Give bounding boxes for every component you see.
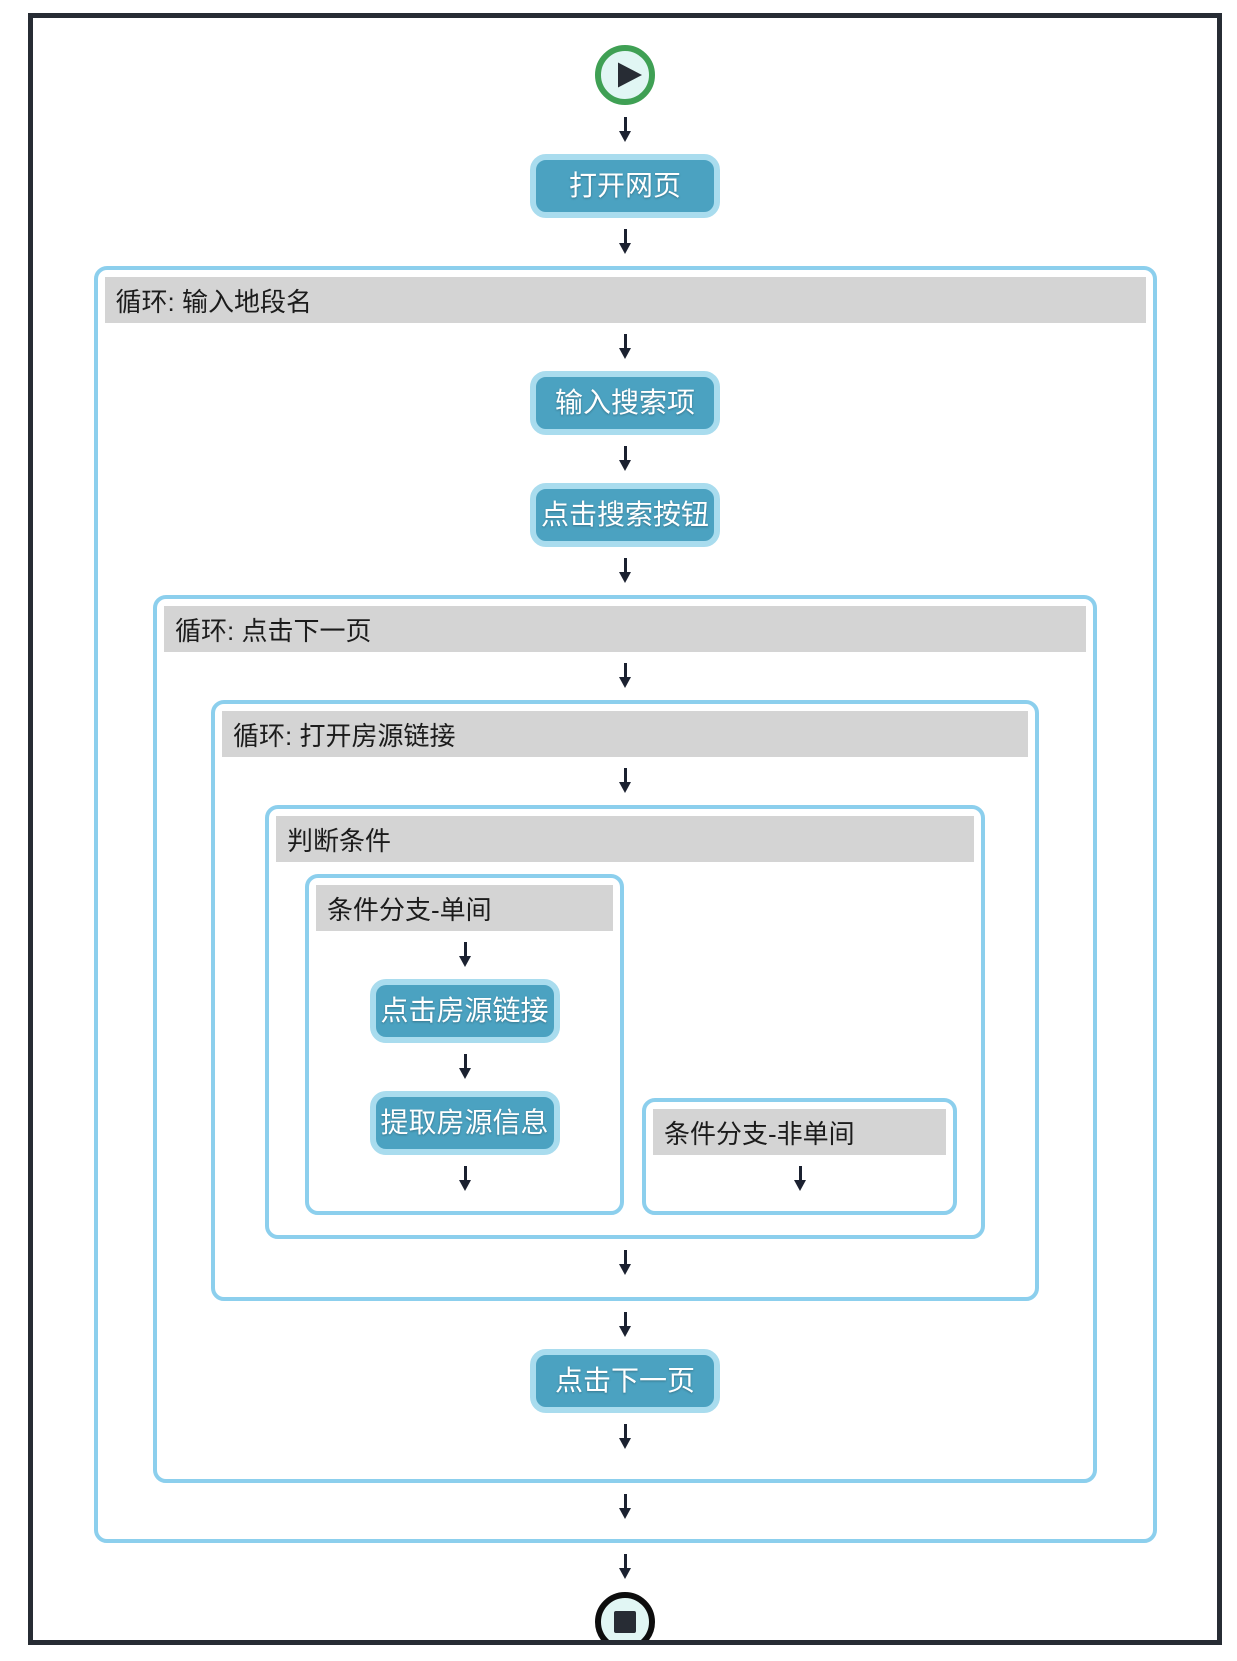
branch-single-room: 条件分支-单间 点击房源链接 提取房源信息 xyxy=(305,874,624,1215)
down-arrow-icon xyxy=(457,1054,473,1080)
down-arrow-icon xyxy=(617,768,633,794)
loop-input-location-header[interactable]: 循环: 输入地段名 xyxy=(104,277,1146,323)
down-arrow-icon xyxy=(617,1312,633,1338)
condition-branches: 条件分支-单间 点击房源链接 提取房源信息 条件分支-非单间 xyxy=(269,862,981,1215)
loop-open-listing-link: 循环: 打开房源链接 判断条件 条件分支-单间 点击房源链接 提取房源信息 xyxy=(211,700,1039,1301)
down-arrow-icon xyxy=(457,1166,473,1192)
loop-click-next-page: 循环: 点击下一页 循环: 打开房源链接 判断条件 条件分支-单间 点击房源链接 xyxy=(153,595,1097,1483)
condition-block-header[interactable]: 判断条件 xyxy=(276,816,974,862)
condition-block: 判断条件 条件分支-单间 点击房源链接 提取房源信息 xyxy=(265,805,985,1239)
loop-open-listing-link-header[interactable]: 循环: 打开房源链接 xyxy=(222,711,1028,757)
play-icon xyxy=(595,45,655,105)
down-arrow-icon xyxy=(792,1166,808,1192)
down-arrow-icon xyxy=(617,1424,633,1450)
step-extract-listing-info[interactable]: 提取房源信息 xyxy=(369,1091,560,1155)
down-arrow-icon xyxy=(617,558,633,584)
down-arrow-icon xyxy=(617,446,633,472)
end-node[interactable] xyxy=(594,1591,656,1640)
loop-input-location: 循环: 输入地段名 输入搜索项 点击搜索按钮 循环: 点击下一页 循环: 打开房… xyxy=(93,266,1157,1543)
down-arrow-icon xyxy=(617,1494,633,1520)
step-open-webpage[interactable]: 打开网页 xyxy=(530,154,720,218)
loop-click-next-page-header[interactable]: 循环: 点击下一页 xyxy=(164,606,1086,652)
workflow-canvas: 打开网页 循环: 输入地段名 输入搜索项 点击搜索按钮 循环: 点击下一页 循环… xyxy=(28,13,1222,1645)
down-arrow-icon xyxy=(617,229,633,255)
down-arrow-icon xyxy=(617,117,633,143)
down-arrow-icon xyxy=(457,942,473,968)
branch-not-single-room-header[interactable]: 条件分支-非单间 xyxy=(653,1109,946,1155)
down-arrow-icon xyxy=(617,1554,633,1580)
start-node[interactable] xyxy=(594,44,656,106)
stop-icon xyxy=(595,1592,655,1640)
step-click-search-button[interactable]: 点击搜索按钮 xyxy=(530,483,720,547)
workflow-flow: 打开网页 循环: 输入地段名 输入搜索项 点击搜索按钮 循环: 点击下一页 循环… xyxy=(33,18,1217,1640)
step-input-search-term[interactable]: 输入搜索项 xyxy=(530,371,720,435)
down-arrow-icon xyxy=(617,1250,633,1276)
step-click-listing-link[interactable]: 点击房源链接 xyxy=(369,979,560,1043)
down-arrow-icon xyxy=(617,663,633,689)
down-arrow-icon xyxy=(617,334,633,360)
branch-not-single-room: 条件分支-非单间 xyxy=(642,1098,957,1215)
branch-single-room-header[interactable]: 条件分支-单间 xyxy=(316,885,613,931)
step-click-next-page[interactable]: 点击下一页 xyxy=(530,1349,720,1413)
